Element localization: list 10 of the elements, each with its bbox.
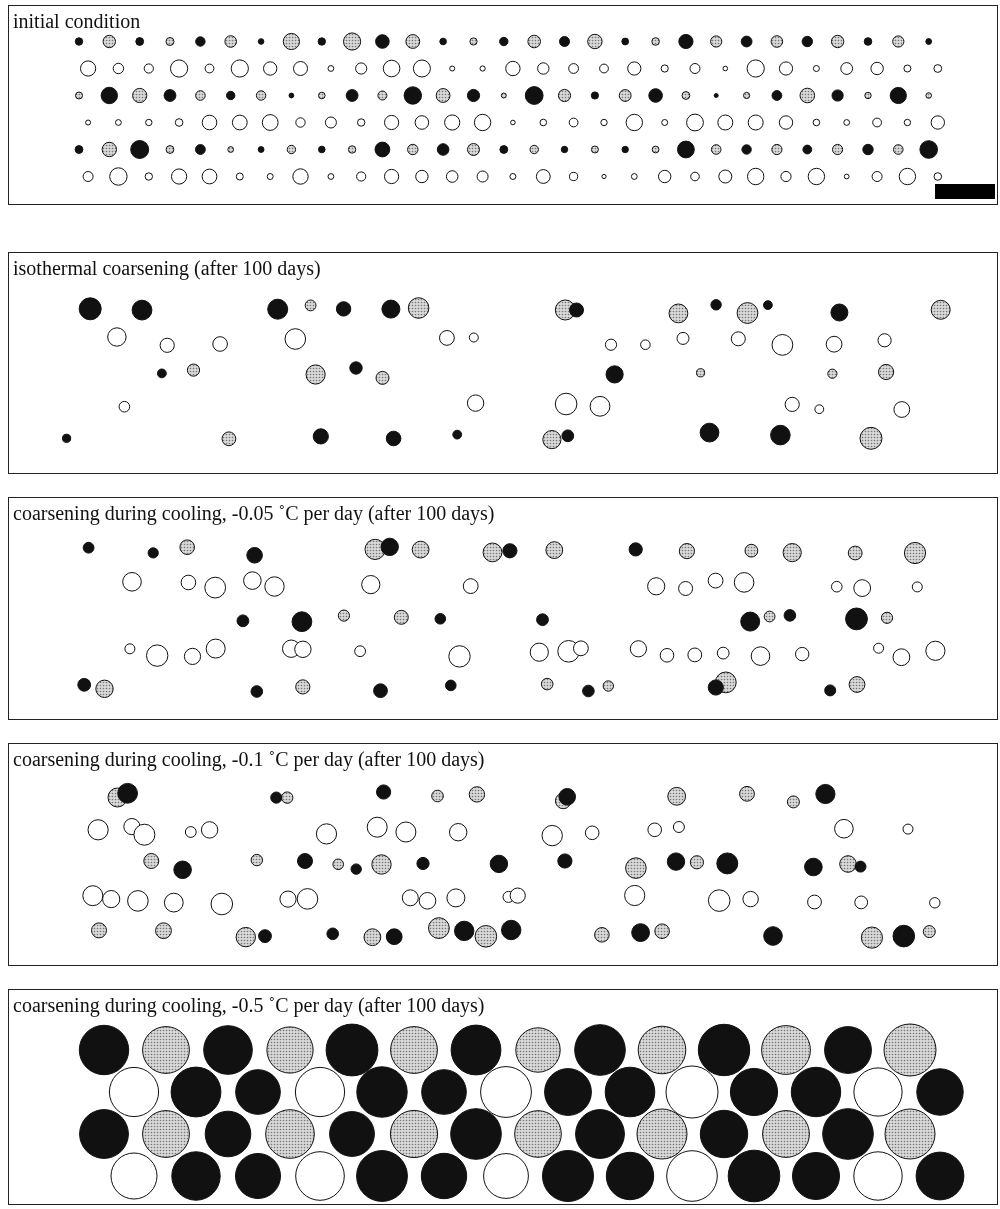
- panel: [8, 497, 998, 720]
- panel-title: initial condition: [13, 10, 141, 33]
- panel-title: coarsening during cooling, -0.05 ˚C per day (after 100 days): [13, 502, 495, 525]
- panel: [8, 252, 998, 474]
- panel-title: coarsening during cooling, -0.1 ˚C per day (after 100 days): [13, 748, 485, 771]
- panel-title: coarsening during cooling, -0.5 ˚C per day (after 100 days): [13, 994, 485, 1017]
- panel-title: isothermal coarsening (after 100 days): [13, 257, 321, 280]
- panel: [8, 743, 998, 966]
- panel: [8, 989, 998, 1205]
- panel: [8, 5, 998, 205]
